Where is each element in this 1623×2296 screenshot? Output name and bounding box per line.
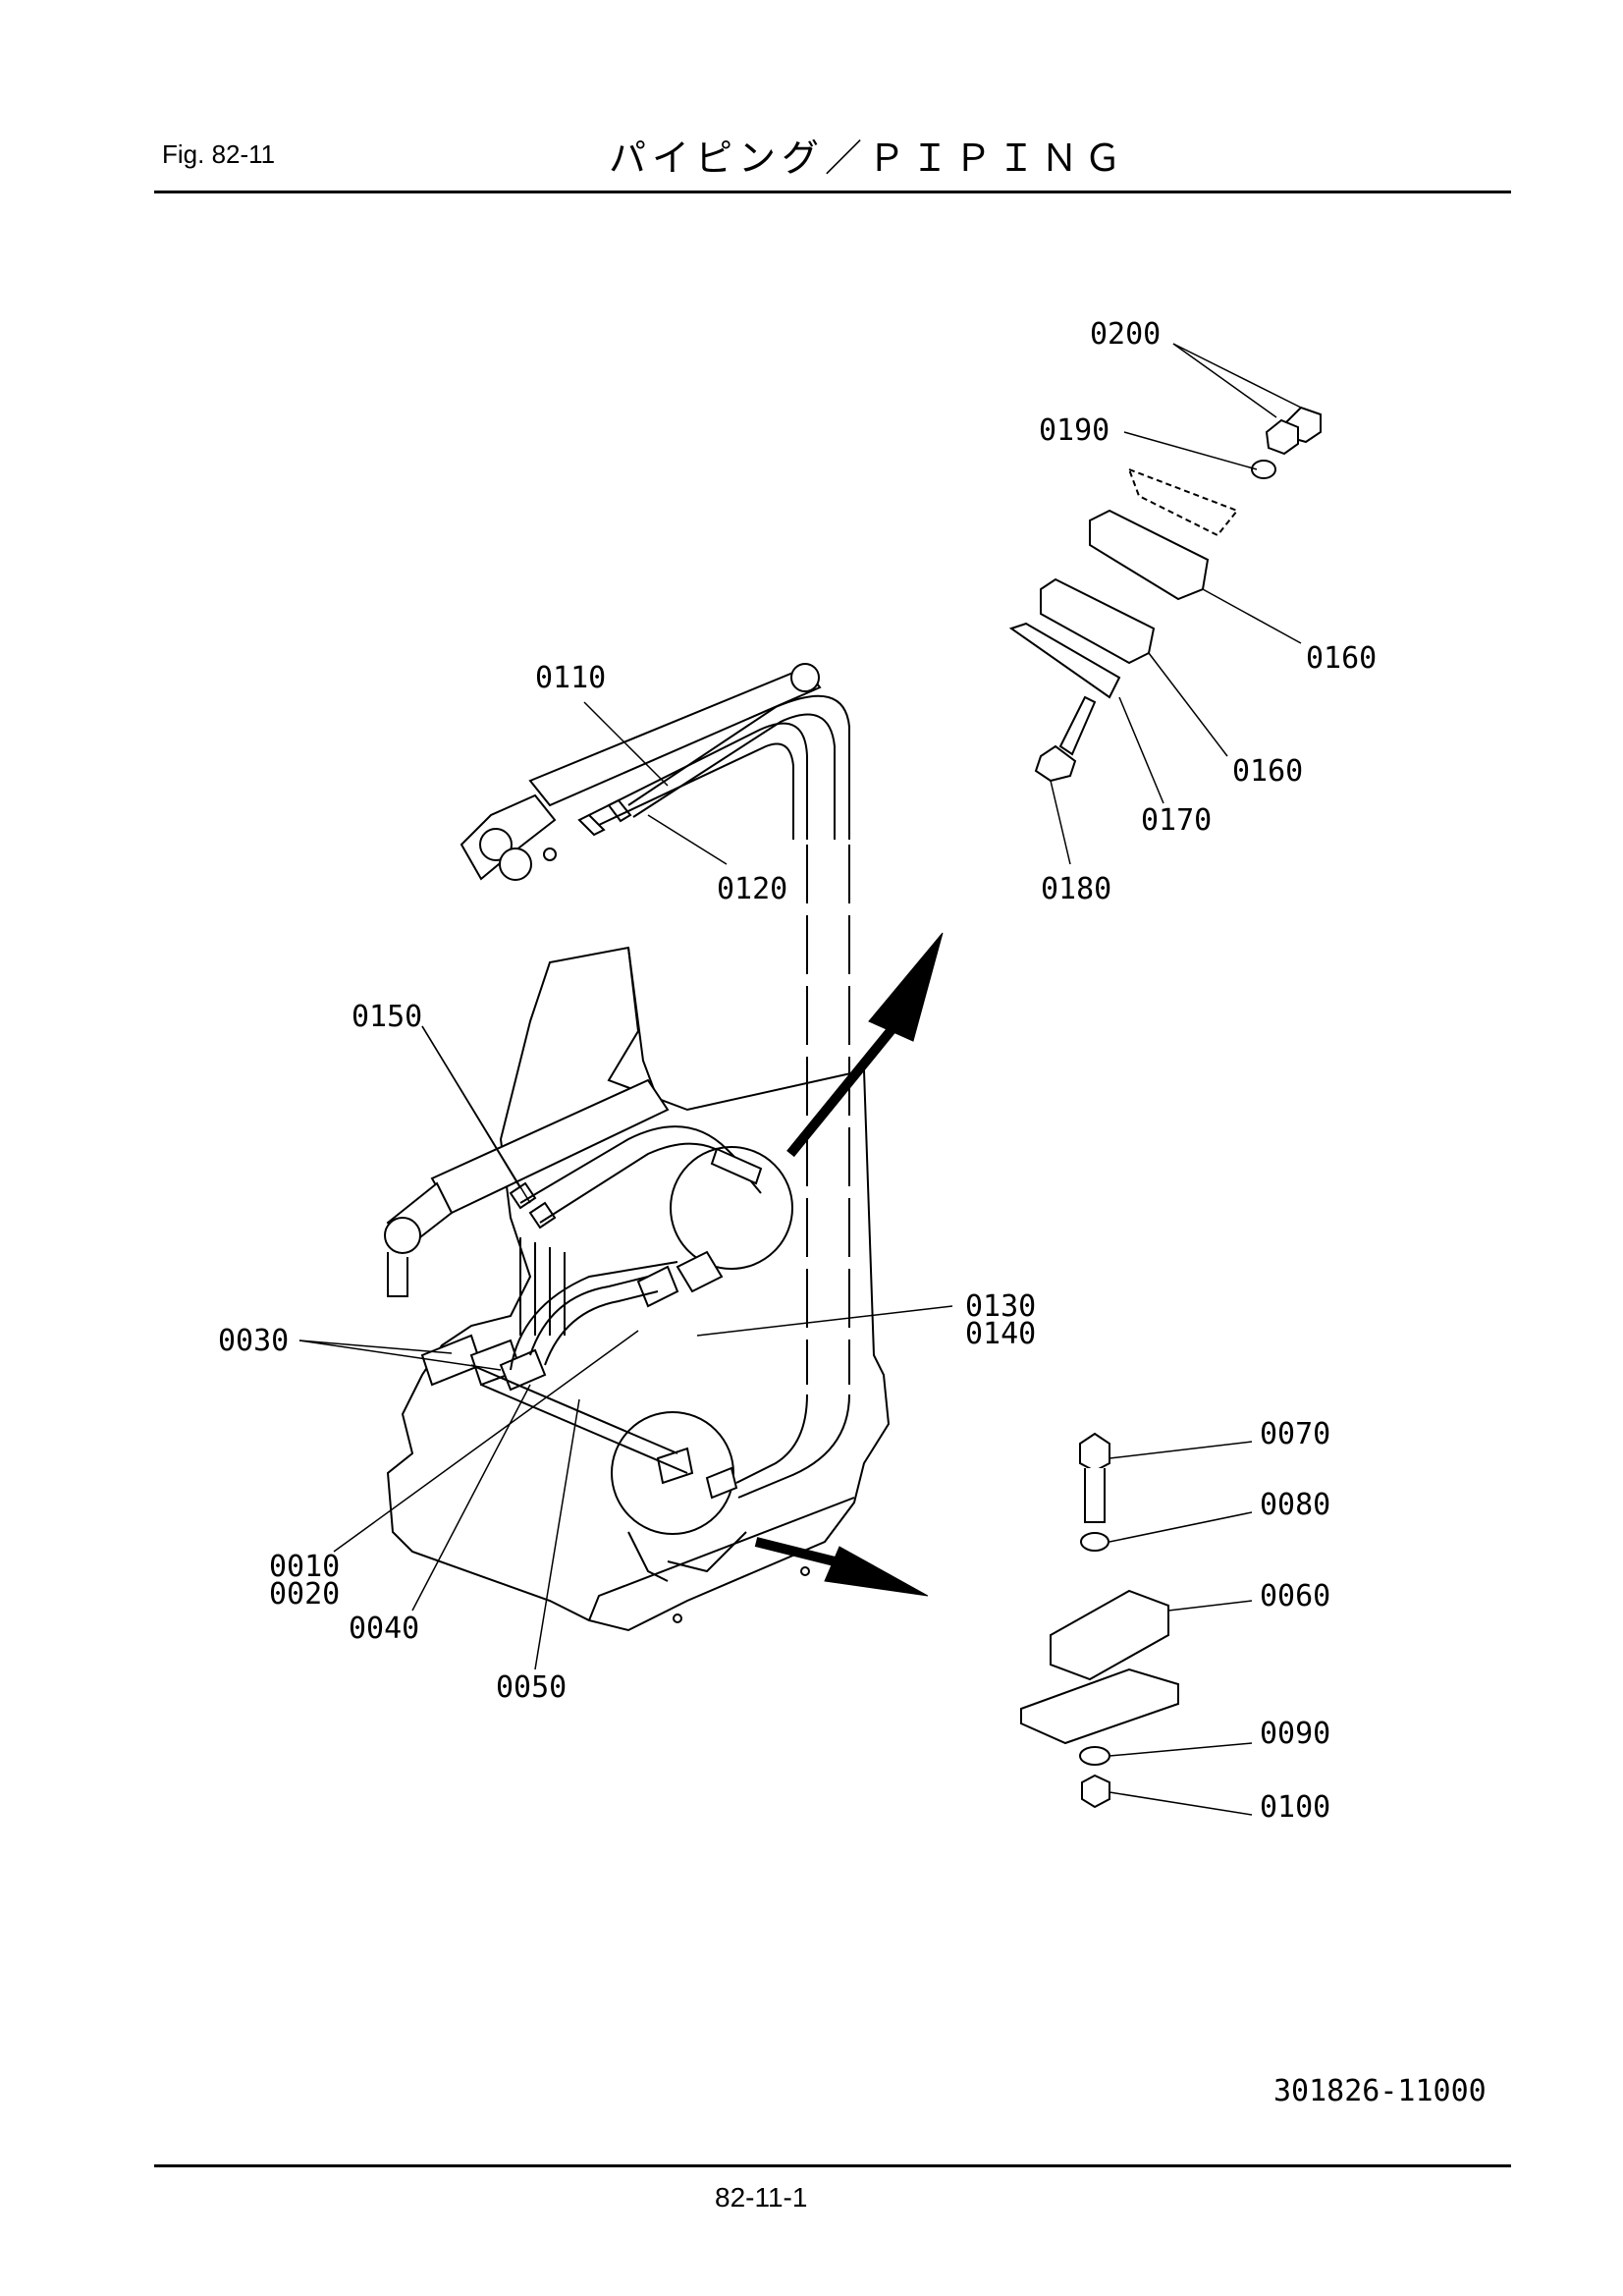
- callout-0020: 0020: [269, 1577, 340, 1612]
- frame-body: [386, 946, 891, 1632]
- callout-0090: 0090: [1260, 1717, 1330, 1751]
- clamp-assembly-upper: [1008, 406, 1322, 783]
- callout-0140: 0140: [965, 1317, 1036, 1351]
- callout-0050: 0050: [496, 1670, 567, 1705]
- detail-circle-upper: [670, 1146, 793, 1270]
- callout-0160-b: 0160: [1232, 754, 1303, 789]
- header-rule: [154, 191, 1511, 193]
- callout-0030: 0030: [218, 1324, 289, 1358]
- lower-cylinder: [384, 1078, 670, 1297]
- callout-0100: 0100: [1260, 1790, 1330, 1825]
- document-number: 301826-11000: [1273, 2074, 1487, 2108]
- manifold-pipes: [470, 1261, 850, 1499]
- callout-0150: 0150: [352, 1000, 422, 1034]
- footer-rule: [154, 2164, 1511, 2167]
- page-title: パイピング／ＰＩＰＩＮＧ: [609, 137, 1128, 180]
- callout-0180: 0180: [1041, 872, 1111, 906]
- callout-0070: 0070: [1260, 1417, 1330, 1451]
- callout-0160-a: 0160: [1306, 641, 1377, 676]
- clamp-assembly-lower: [1020, 1432, 1179, 1809]
- callout-0120: 0120: [717, 872, 787, 906]
- callout-0170: 0170: [1141, 803, 1212, 838]
- fittings: [420, 1147, 763, 1500]
- page-number: 82-11-1: [715, 2182, 808, 2213]
- callout-0130: 0130: [965, 1289, 1036, 1324]
- callout-0110: 0110: [535, 661, 606, 695]
- callout-0190: 0190: [1039, 413, 1109, 448]
- callout-0200: 0200: [1090, 317, 1161, 352]
- upper-cylinder: [460, 663, 822, 881]
- leader-lines: [298, 343, 1302, 1816]
- upper-hoses: [588, 694, 850, 1385]
- callout-0010: 0010: [269, 1550, 340, 1584]
- figure-label: Fig. 82-11: [162, 139, 276, 169]
- callout-0040: 0040: [349, 1612, 419, 1646]
- callout-0080: 0080: [1260, 1488, 1330, 1522]
- direction-arrows: [754, 932, 944, 1597]
- callout-0060: 0060: [1260, 1579, 1330, 1613]
